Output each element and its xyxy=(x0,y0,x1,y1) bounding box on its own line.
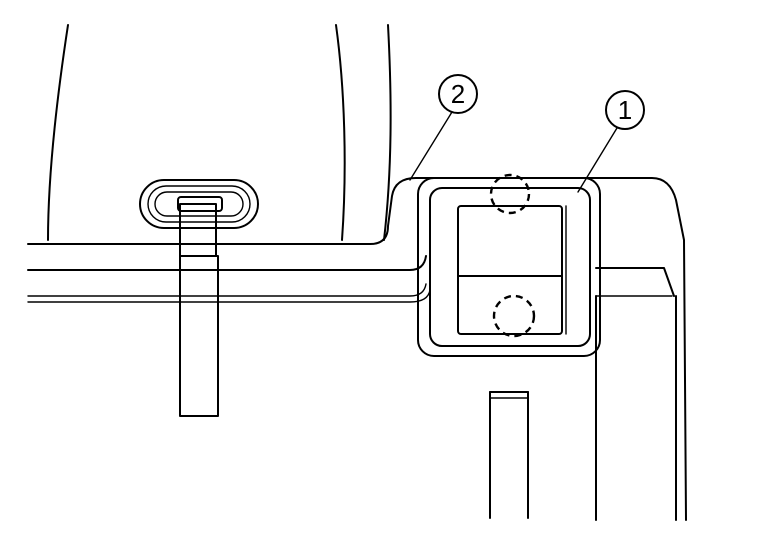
release-bezel xyxy=(417,177,601,357)
callout-2-label: 2 xyxy=(451,79,465,109)
leader-line-1 xyxy=(577,127,618,193)
callout-1: 1 xyxy=(605,90,645,130)
seat-back xyxy=(27,24,687,521)
lower-post xyxy=(489,391,529,519)
callout-1-label: 1 xyxy=(618,95,632,125)
clip-locations xyxy=(489,173,536,338)
lower-clip-circle xyxy=(492,294,536,338)
callout-2: 2 xyxy=(438,74,478,114)
leader-lines xyxy=(409,111,618,193)
seat-belt-strap xyxy=(179,203,219,417)
belt-guide xyxy=(139,179,259,229)
leader-line-2 xyxy=(409,111,453,181)
upper-clip-circle xyxy=(489,173,531,215)
seat-rails xyxy=(27,255,677,521)
